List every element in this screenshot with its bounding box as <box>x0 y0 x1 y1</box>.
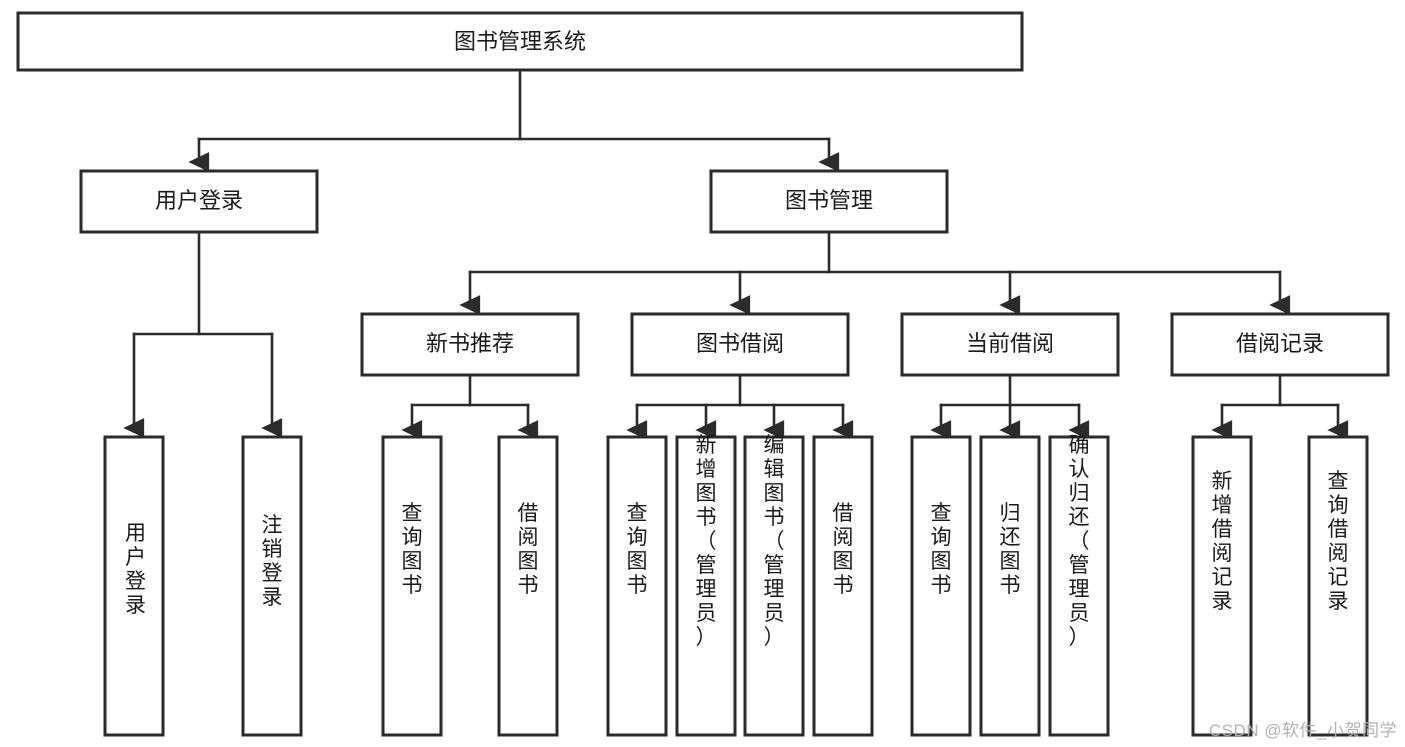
node-book-manage-label: 图书管理 <box>785 188 873 213</box>
node-new-book-recommend-box[interactable] <box>360 312 580 377</box>
leaf-nb-borrow-book-box[interactable] <box>497 435 559 737</box>
leaf-bb-borrow-book-label: 借阅图书 <box>833 502 854 597</box>
leaf-cb-return-book[interactable]: 归还图书 <box>979 435 1041 737</box>
leaf-bb-edit-book-label: 编辑图书（管理员） <box>764 434 785 649</box>
leaf-br-add-record-box[interactable] <box>1191 435 1253 737</box>
node-root-label: 图书管理系统 <box>454 29 586 54</box>
node-book-manage-box[interactable] <box>709 169 949 234</box>
leaf-br-query-record-label: 查询借阅记录 <box>1328 470 1349 613</box>
node-borrow-record-label: 借阅记录 <box>1236 331 1324 356</box>
leaf-br-query-record-box[interactable] <box>1307 435 1369 737</box>
leaf-user-login[interactable]: 用户登录 <box>103 435 165 737</box>
csdn-watermark: CSDN @软件_小贺同学 <box>1208 721 1397 740</box>
leaf-bb-query-book-box[interactable] <box>606 435 668 737</box>
leaf-bb-query-book-label: 查询图书 <box>627 502 648 597</box>
leaf-cb-query-book[interactable]: 查询图书 <box>910 435 972 737</box>
leaf-cb-return-book-box[interactable] <box>979 435 1041 737</box>
leaf-cb-confirm-return-label: 确认归还（管理员） <box>1069 434 1090 649</box>
node-book-manage[interactable]: 图书管理 <box>709 169 949 234</box>
leaf-cb-query-book-box[interactable] <box>910 435 972 737</box>
leaf-logout-label: 注销登录 <box>262 514 283 609</box>
leaf-bb-query-book[interactable]: 查询图书 <box>606 435 668 737</box>
node-root[interactable]: 图书管理系统 <box>16 11 1024 72</box>
leaf-br-query-record[interactable]: 查询借阅记录 <box>1307 435 1369 737</box>
leaf-user-login-box[interactable] <box>103 435 165 737</box>
leaf-bb-add-book-label: 新增图书（管理员） <box>696 434 717 649</box>
leaf-user-login-label: 用户登录 <box>123 522 147 615</box>
node-book-borrow-label: 图书借阅 <box>696 331 784 356</box>
leaf-nb-borrow-book-label: 借阅图书 <box>518 502 539 597</box>
leaf-logout-box[interactable] <box>241 435 303 737</box>
node-new-book-recommend-label: 新书推荐 <box>426 331 514 356</box>
node-borrow-record[interactable]: 借阅记录 <box>1170 312 1390 377</box>
leaf-bb-borrow-book-box[interactable] <box>812 435 874 737</box>
node-borrow-record-box[interactable] <box>1170 312 1390 377</box>
node-user-login[interactable]: 用户登录 <box>79 169 319 234</box>
node-root-box[interactable] <box>16 11 1024 72</box>
leaf-nb-query-book[interactable]: 查询图书 <box>381 435 443 737</box>
leaf-bb-borrow-book[interactable]: 借阅图书 <box>812 435 874 737</box>
leaf-logout[interactable]: 注销登录 <box>241 435 303 737</box>
leaf-bb-edit-book[interactable]: 编辑图书（管理员） <box>743 434 805 737</box>
node-current-borrow-box[interactable] <box>900 312 1120 377</box>
leaf-cb-return-book-label: 归还图书 <box>1000 502 1021 597</box>
node-book-borrow[interactable]: 图书借阅 <box>630 312 850 377</box>
leaf-nb-query-book-label: 查询图书 <box>402 502 423 597</box>
leaf-br-add-record[interactable]: 新增借阅记录 <box>1191 435 1253 737</box>
leaf-bb-edit-book-box[interactable] <box>743 435 805 737</box>
leaf-bb-add-book-box[interactable] <box>675 435 737 737</box>
node-new-book-recommend[interactable]: 新书推荐 <box>360 312 580 377</box>
leaf-cb-confirm-return-box[interactable] <box>1048 435 1110 737</box>
node-current-borrow-label: 当前借阅 <box>966 331 1054 356</box>
leaf-cb-query-book-label: 查询图书 <box>931 502 952 597</box>
leaf-nb-borrow-book[interactable]: 借阅图书 <box>497 435 559 737</box>
leaf-cb-confirm-return[interactable]: 确认归还（管理员） <box>1048 434 1110 737</box>
leaf-br-add-record-label: 新增借阅记录 <box>1212 470 1233 613</box>
leaf-bb-add-book[interactable]: 新增图书（管理员） <box>675 434 737 737</box>
node-book-borrow-box[interactable] <box>630 312 850 377</box>
node-user-login-label: 用户登录 <box>155 188 243 213</box>
leaf-nb-query-book-box[interactable] <box>381 435 443 737</box>
node-current-borrow[interactable]: 当前借阅 <box>900 312 1120 377</box>
